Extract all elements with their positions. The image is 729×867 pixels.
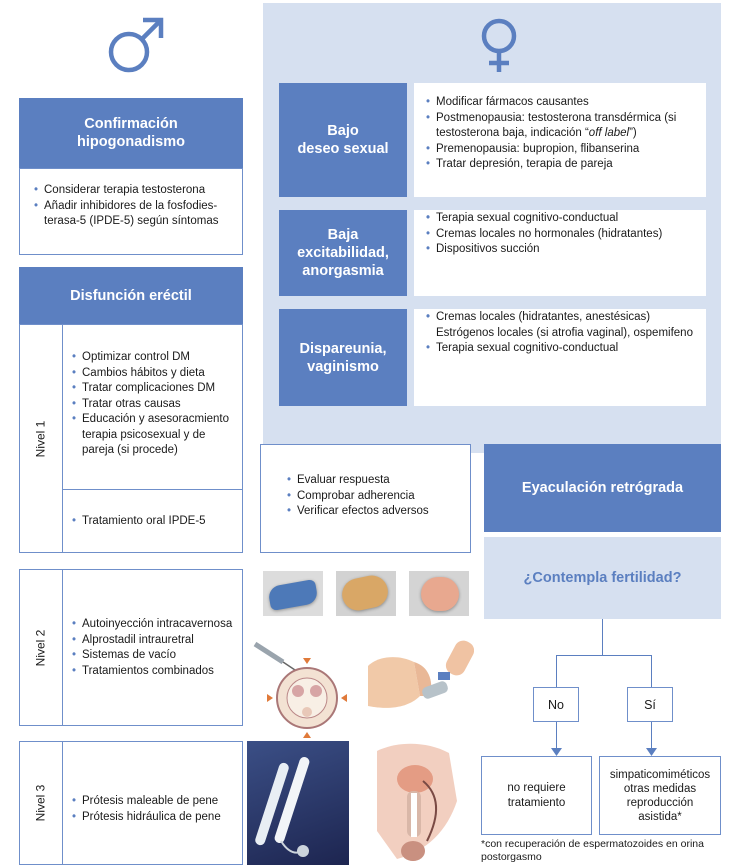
female-row-title-desire: Bajo deseo sexual [279,83,407,197]
list-item: Modificar fármacos causantes [426,95,696,111]
nivel1-list-b: Tratamiento oral IPDE-5 [72,514,240,530]
option-yes: Sí [627,687,673,722]
list-item: Dispositivos succión [426,242,696,258]
list-item: Premenopausia: bupropion, flibanserina [426,142,696,158]
list-item: Cremas locales (hidratantes, anestésicas… [426,310,696,341]
male-symbol-icon [108,17,164,73]
list-item: Cambios hábitos y dieta [72,366,240,382]
female-list-dyspareunia: Cremas locales (hidratantes, anestésicas… [426,310,696,357]
retro-question-box: ¿Contempla fertilidad? [484,537,721,619]
list-item: Tratar otras causas [72,397,240,413]
female-row-box-arousal: Terapia sexual cognitivo-conductual Crem… [414,210,706,296]
nivel2-list: Autoinyección intracavernosa Alprostadil… [72,617,240,679]
result-no: no requiere tratamiento [481,756,592,835]
nivel3-label: Nivel 3 [19,741,63,865]
list-item: Alprostadil intrauretral [72,633,240,649]
list-item: Comprobar adherencia [287,489,462,505]
list-item: Tratamientos combinados [72,664,240,680]
female-row-box-desire: Modificar fármacos causantes Postmenopau… [414,83,706,197]
arrow-down-icon [646,748,657,756]
arrow-down-icon [551,748,562,756]
option-no: No [533,687,579,722]
list-item: Tratar complicaciones DM [72,381,240,397]
divider [63,489,243,490]
vacuum-device-illustration [368,640,474,708]
list-item: Evaluar respuesta [287,473,462,489]
followup-list: Evaluar respuesta Comprobar adherencia V… [287,473,462,520]
nivel1-label: Nivel 1 [19,324,63,553]
result-yes: simpaticomiméticos otras medidas reprodu… [599,756,721,835]
nivel1-list-a: Optimizar control DM Cambios hábitos y d… [72,350,240,459]
list-item: Prótesis hidráulica de pene [72,810,240,826]
pill-image-blue [263,571,323,616]
female-symbol-icon [481,18,517,72]
ed-header: Disfunción eréctil [19,267,243,324]
nivel3-list: Prótesis maleable de pene Prótesis hidrá… [72,794,240,825]
list-item: Tratamiento oral IPDE-5 [72,514,240,530]
list-item: Considerar terapia testosterona [34,183,230,199]
pill-image-orange [336,571,396,616]
list-item: Sistemas de vacío [72,648,240,664]
hypogonadism-box: Considerar terapia testosterona Añadir i… [19,168,243,255]
connector [556,655,557,687]
list-item: Prótesis maleable de pene [72,794,240,810]
list-item: Educación y asesoracmiento terapia psico… [72,412,240,459]
list-item: Optimizar control DM [72,350,240,366]
pill-image-pink [409,571,469,616]
connector [651,722,652,750]
connector [556,655,652,656]
list-item: Terapia sexual cognitivo-conductual [426,211,696,227]
footnote: *con recuperación de espermatozoides en … [481,838,704,863]
nivel2-label: Nivel 2 [19,569,63,726]
female-list-arousal: Terapia sexual cognitivo-conductual Crem… [426,211,696,258]
penile-prosthesis-photo [247,741,349,865]
followup-box: Evaluar respuesta Comprobar adherencia V… [260,444,471,553]
female-row-box-dyspareunia: Cremas locales (hidratantes, anestésicas… [414,309,706,406]
retro-header: Eyaculación retrógrada [484,444,721,532]
list-item: Verificar efectos adversos [287,504,462,520]
hydraulic-prosthesis-illustration [377,743,457,861]
list-item: Cremas locales no hormonales (hidratante… [426,227,696,243]
female-row-title-dyspareunia: Dispareunia, vaginismo [279,309,407,406]
list-item: Añadir inhibidores de la fosfodies-teras… [34,199,230,230]
list-item: Autoinyección intracavernosa [72,617,240,633]
hypogonadism-list: Considerar terapia testosterona Añadir i… [34,183,230,230]
connector [651,655,652,687]
list-item: Terapia sexual cognitivo-conductual [426,341,696,357]
female-row-title-arousal: Baja excitabilidad, anorgasmia [279,210,407,296]
list-item: Postmenopausia: testosterona transdérmic… [426,111,696,142]
hypogonadism-header: Confirmación hipogonadismo [19,98,243,168]
list-item: Tratar depresión, terapia de pareja [426,157,696,173]
intracavernous-injection-illustration [253,641,347,738]
connector [556,722,557,750]
female-list-desire: Modificar fármacos causantes Postmenopau… [426,95,696,173]
connector [602,619,603,655]
